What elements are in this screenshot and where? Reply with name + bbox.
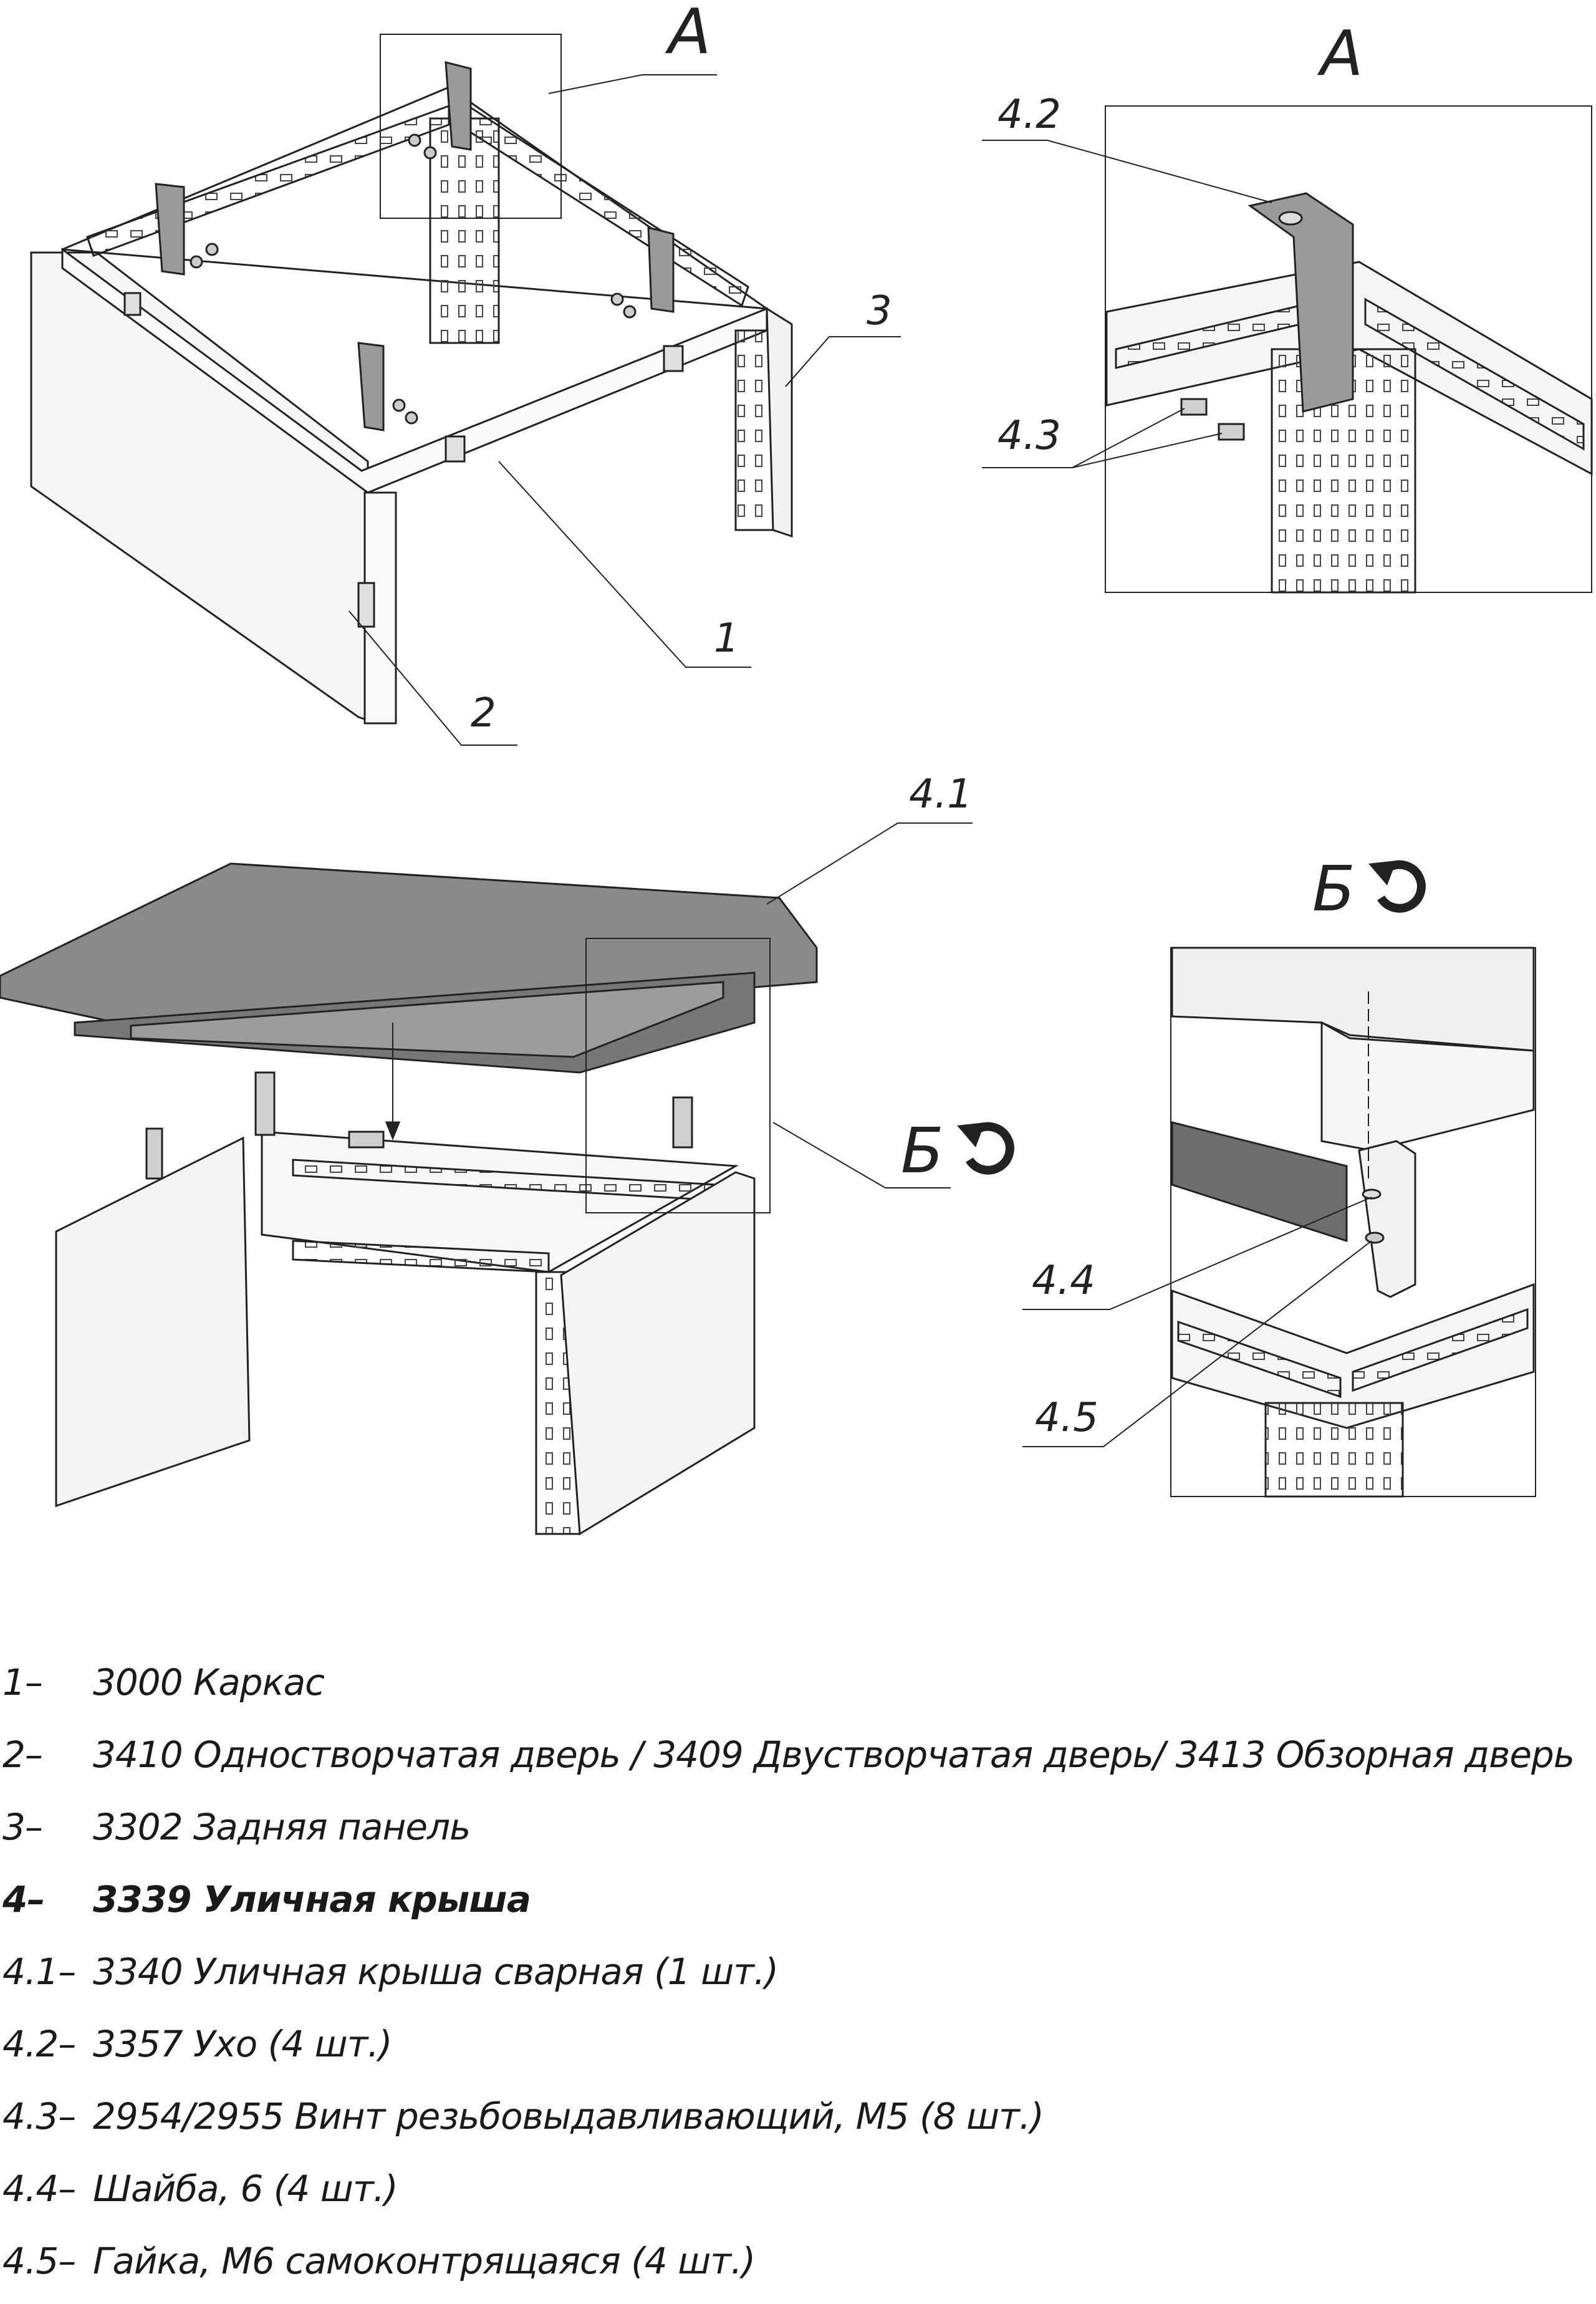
legend-item-text: 3340 Уличная крыша сварная (1 шт.) (93, 1950, 779, 1993)
callout-4-3: 4.3 (998, 413, 1061, 459)
detail-b-rail-holes (1177, 1320, 1342, 1399)
install-arrow-head (385, 1121, 401, 1141)
legend-item-number: 4.5– (2, 2240, 76, 2282)
legend-row: 4.1– 3340 Уличная крыша сварная (1 шт.) (0, 1935, 1596, 2008)
leader-line-3 (785, 336, 901, 387)
screw (190, 133, 637, 425)
detail-a-screw (1180, 398, 1245, 441)
detail-b-nut (1365, 1232, 1385, 1244)
legend-row: 4.3– 2954/2955 Винт резьбовыдавливающий, … (0, 2080, 1596, 2152)
frame-post-right (734, 329, 774, 531)
roof-bracket-ear (145, 1071, 693, 1180)
detail-b-roof-face (1320, 1021, 1535, 1152)
detail-b-rail-holes-right (1352, 1308, 1529, 1392)
detail-a-rail-holes-right (1364, 297, 1585, 451)
parts-legend: 1– 3000 Каркас 2– 3410 Одностворчатая дверь… (0, 1646, 1596, 2297)
legend-item-number: 4– (2, 1878, 45, 1921)
legend-item-text: Гайка, М6 самоконтрящаяся (4 шт.) (93, 2240, 756, 2282)
frame-post-center (429, 117, 500, 344)
leader-line-4-1 (766, 822, 973, 905)
legend-item-number: 2– (2, 1733, 43, 1776)
leader-line-4-2 (982, 140, 1272, 203)
detail-a-view (982, 105, 1593, 594)
legend-row: 2– 3410 Одностворчатая дверь / 3409 Двуст… (0, 1718, 1596, 1791)
legend-item-number: 3– (2, 1806, 43, 1848)
roof-inner-tray (130, 981, 724, 1058)
legend-item-number: 4.3– (2, 2095, 76, 2138)
legend-row: 4– 3339 Уличная крыша (0, 1863, 1596, 1935)
view-a-marker: А (665, 0, 711, 68)
roof-door-panel (55, 1136, 251, 1508)
legend-item-text: 2954/2955 Винт резьбовыдавливающий, М5 (… (93, 2095, 1044, 2138)
detail-a-bracket (1247, 192, 1354, 413)
leader-line-1 (498, 461, 751, 668)
frame-post-front (363, 491, 397, 725)
legend-row: 4.5– Гайка, М6 самоконтрящаяся (4 шт.) (0, 2225, 1596, 2297)
roof-assembly-view (0, 822, 973, 1536)
detail-b-bracket (1358, 1140, 1416, 1298)
detail-a-rail (1105, 261, 1593, 476)
detail-b-roof-dark (1171, 1121, 1348, 1243)
legend-item-text: 3000 Каркас (93, 1661, 325, 1704)
detail-b-washer (1362, 1188, 1382, 1200)
legend-row: 1– 3000 Каркас (0, 1646, 1596, 1718)
bracket-ear (155, 61, 675, 431)
callout-4-5: 4.5 (1035, 1395, 1098, 1441)
roof-back-panel (560, 1171, 756, 1536)
back-panel (766, 307, 793, 538)
frame-assembly-view (30, 34, 901, 746)
view-a-title: А (1317, 17, 1363, 90)
detail-b-view (1022, 947, 1536, 1498)
callout-4-2: 4.2 (998, 92, 1061, 138)
leader-line-4-4 (1022, 1197, 1372, 1310)
leader-line-a (548, 74, 717, 94)
legend-item-number: 4.1– (2, 1950, 76, 1993)
legend-item-text: 3410 Одностворчатая дверь / 3409 Двуство… (93, 1733, 1575, 1776)
view-b-marker: Б (901, 1114, 944, 1187)
view-b-title: Б (1312, 852, 1355, 925)
callout-3: 3 (867, 288, 892, 334)
callout-4-1: 4.1 (909, 771, 973, 817)
leader-line-4-5 (1022, 1240, 1372, 1447)
assembly-drawing: А А 3 1 2 4.2 4.3 4.1 Б Б 4.4 4.5 (0, 0, 1593, 1536)
callout-2: 2 (471, 690, 496, 736)
legend-row: 3– 3302 Задняя панель (0, 1791, 1596, 1863)
rotate-view-icon (1368, 860, 1426, 913)
legend-row: 4.4– Шайба, 6 (4 шт.) (0, 2152, 1596, 2225)
legend-item-number: 4.2– (2, 2023, 76, 2065)
detail-b-roof-top (1171, 947, 1535, 1052)
legend-item-number: 1– (2, 1661, 43, 1704)
door-panel (30, 251, 369, 722)
legend-item-text: 3302 Задняя панель (93, 1806, 471, 1848)
leader-line-2 (349, 610, 517, 746)
legend-item-number: 4.4– (2, 2167, 76, 2210)
rotate-view-icon (957, 1122, 1014, 1175)
leader-line-b (772, 1122, 951, 1188)
legend-item-text: 3357 Ухо (4 шт.) (93, 2023, 393, 2065)
frame-rail-holes-back (86, 104, 450, 257)
hinge (123, 292, 684, 628)
legend-row: 4.2– 3357 Ухо (4 шт.) (0, 2008, 1596, 2080)
detail-box-b (585, 938, 771, 1213)
legend-item-text: 3339 Уличная крыша (93, 1878, 531, 1921)
callout-4-4: 4.4 (1032, 1258, 1095, 1304)
detail-box-a (380, 34, 562, 219)
legend-item-text: Шайба, 6 (4 шт.) (93, 2167, 398, 2210)
detail-b-post (1264, 1402, 1404, 1498)
leader-line-4-3b (1072, 433, 1223, 468)
callout-1: 1 (714, 615, 739, 662)
detail-b-frame-rail (1171, 1283, 1535, 1429)
detail-a-bracket-hole (1278, 211, 1303, 226)
